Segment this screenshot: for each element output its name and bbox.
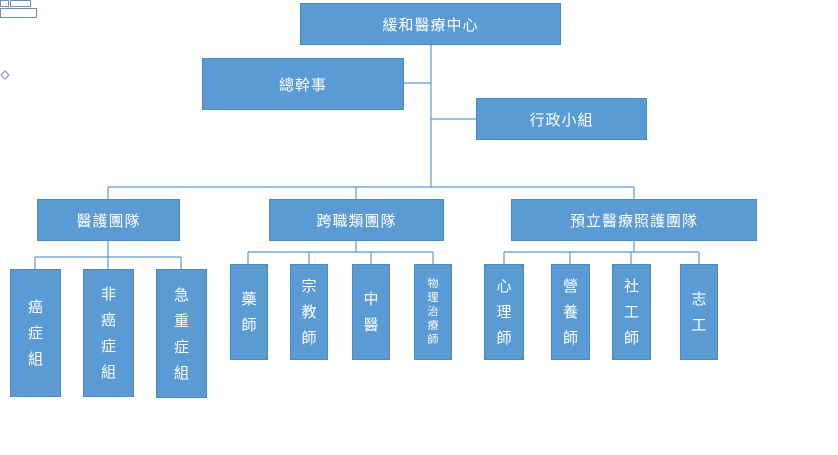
- member-label: 心 理 師: [496, 277, 512, 347]
- staff-label: 行政小組: [529, 110, 594, 129]
- member-label: 宗 教 師: [301, 277, 317, 347]
- member-node[interactable]: 宗 教 師: [290, 264, 328, 360]
- member-node[interactable]: 中 醫: [352, 264, 390, 360]
- member-label: 營 養 師: [562, 277, 578, 347]
- member-label: 癌 症 組: [27, 298, 43, 368]
- staff-node-admin-team[interactable]: 行政小組: [476, 98, 647, 140]
- member-label: 社 工 師: [623, 277, 639, 347]
- root-node[interactable]: 緩和醫療中心: [300, 3, 561, 45]
- member-node[interactable]: 營 養 師: [551, 264, 590, 360]
- team-label: 跨職類團隊: [316, 211, 397, 230]
- member-node[interactable]: 心 理 師: [484, 264, 524, 360]
- resize-handle-icon[interactable]: [0, 70, 10, 80]
- member-label: 物 理 治 療 師: [427, 277, 439, 346]
- member-label: 志 工: [691, 290, 707, 334]
- member-node[interactable]: 物 理 治 療 師: [414, 264, 452, 360]
- staff-node-general-manager[interactable]: 總幹事: [202, 58, 404, 110]
- member-label: 非 癌 症 組: [100, 285, 116, 381]
- team-label: 預立醫療照護團隊: [569, 211, 698, 230]
- member-node[interactable]: 急 重 症 組: [156, 269, 207, 398]
- medical-bus: [34, 241, 182, 269]
- staff-label: 總幹事: [278, 75, 327, 94]
- acp-bus: [503, 241, 700, 264]
- embedded-object-icon: [0, 0, 37, 18]
- team-node-advance-care[interactable]: 預立醫療照護團隊: [511, 199, 757, 241]
- member-node[interactable]: 志 工: [680, 264, 718, 360]
- team-node-cross-disciplinary[interactable]: 跨職類團隊: [269, 199, 444, 241]
- member-node[interactable]: 癌 症 組: [10, 269, 61, 397]
- member-node[interactable]: 社 工 師: [612, 264, 651, 360]
- member-node[interactable]: 非 癌 症 組: [83, 269, 134, 397]
- member-node[interactable]: 藥 師: [230, 264, 268, 360]
- team-node-medical[interactable]: 醫護團隊: [37, 199, 180, 241]
- team-label: 醫護團隊: [76, 211, 141, 230]
- cross-bus: [247, 241, 434, 264]
- member-label: 藥 師: [241, 290, 257, 334]
- root-label: 緩和醫療中心: [382, 15, 479, 34]
- member-label: 急 重 症 組: [173, 285, 189, 382]
- member-label: 中 醫: [363, 290, 379, 334]
